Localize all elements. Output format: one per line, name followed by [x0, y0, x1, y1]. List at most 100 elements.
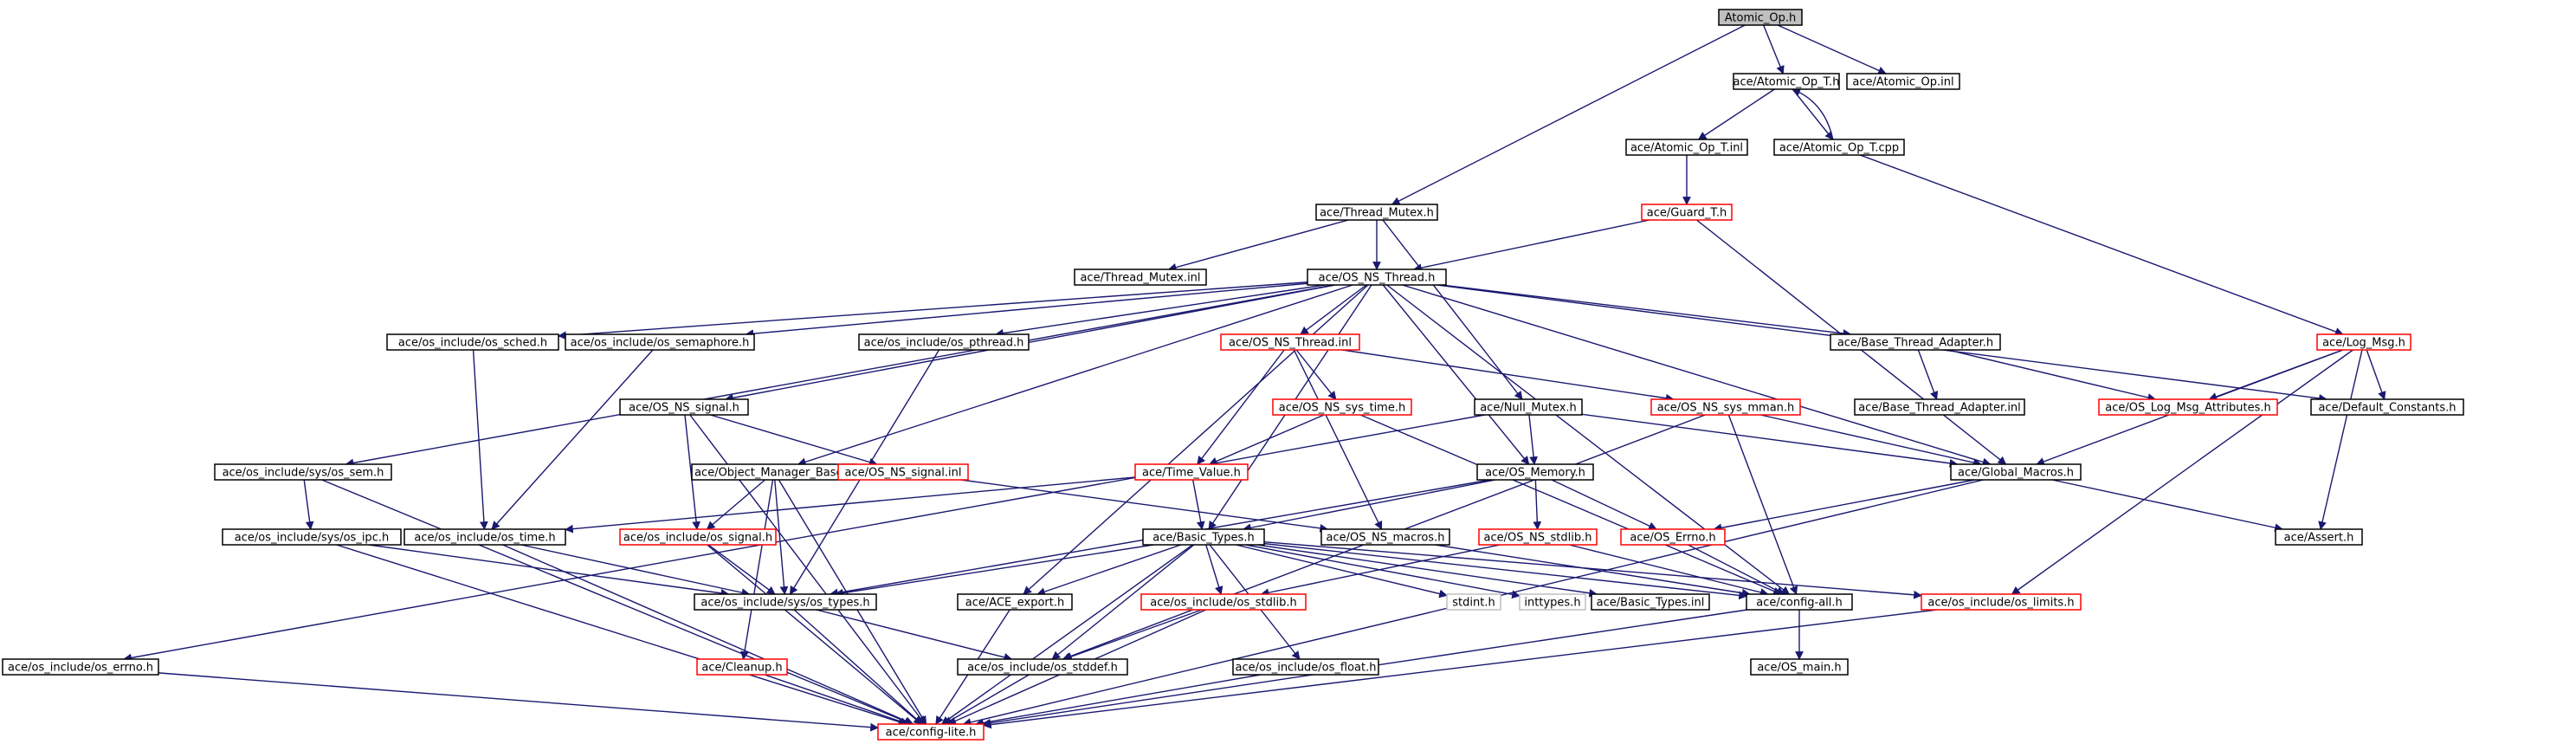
node-os-ns-thread-h[interactable]: ace/OS_NS_Thread.h — [1307, 268, 1447, 286]
edge-os_ns_thread_h-to-os_sched_h — [558, 281, 1308, 340]
node-label: ace/Base_Thread_Adapter.h — [1837, 337, 1993, 350]
edge-os_errno_h-to-config_lite_h — [158, 672, 879, 732]
node-box — [214, 463, 392, 481]
node-os-ns-sys-mman-h[interactable]: ace/OS_NS_sys_mman.h — [1650, 398, 1801, 416]
node-box — [1232, 658, 1379, 676]
edge-base_thread_adapter_h-to-os_log_msg_attributes_h — [1947, 349, 2157, 402]
node-guard-t-h[interactable]: ace/Guard_T.h — [1641, 204, 1733, 221]
edge-base_thread_adapter_h-to-base_thread_adapter_inl — [1917, 349, 1939, 400]
node-atomic-op-inl[interactable]: ace/Atomic_Op.inl — [1846, 73, 1960, 90]
node-label: ace/os_include/os_semaphore.h — [571, 337, 750, 350]
edge-atomic_op_t_h-to-atomic_op_t_cpp — [1792, 88, 1834, 140]
edge-basic_types_h-to-os_stddef_h — [1051, 544, 1195, 660]
edge-os_sys_os_sem_h-to-os_sys_os_ipc_h — [303, 479, 314, 530]
node-log-msg-h[interactable]: ace/Log_Msg.h — [2316, 333, 2411, 351]
node-base-thread-adapter-h[interactable]: ace/Base_Thread_Adapter.h — [1830, 333, 2001, 351]
node-atomic-op-t-inl[interactable]: ace/Atomic_Op_T.inl — [1625, 139, 1748, 156]
node-os-float-h[interactable]: ace/os_include/os_float.h — [1232, 658, 1379, 676]
node-label: ace/Thread_Mutex.inl — [1080, 272, 1200, 285]
edge-null_mutex_h-to-os_memory_h — [1528, 414, 1538, 465]
node-null-mutex-h[interactable]: ace/Null_Mutex.h — [1474, 398, 1583, 416]
node-label: ace/Global_Macros.h — [1958, 467, 2074, 480]
node-label: ace/os_include/os_stdlib.h — [1150, 597, 1296, 610]
node-os-main-h[interactable]: ace/OS_main.h — [1750, 658, 1849, 676]
node-atomic-op-h[interactable]: Atomic_Op.h — [1718, 9, 1803, 26]
node-label: ace/OS_NS_sys_mman.h — [1657, 402, 1795, 415]
node-os-signal-h[interactable]: ace/os_include/os_signal.h — [619, 528, 777, 546]
node-os-ns-stdlib-h[interactable]: ace/OS_NS_stdlib.h — [1478, 528, 1598, 546]
node-label: ace/OS_NS_sys_time.h — [1279, 402, 1405, 415]
node-os-sched-h[interactable]: ace/os_include/os_sched.h — [386, 333, 559, 351]
node-basic-types-inl[interactable]: ace/Basic_Types.inl — [1591, 593, 1710, 611]
edge-null_mutex_h-to-global_macros_h — [1581, 413, 1959, 468]
node-os-sys-os-ipc-h[interactable]: ace/os_include/sys/os_ipc.h — [222, 528, 402, 546]
edge-os_ns_thread_h-to-os_sys_os_sem_h — [345, 284, 1334, 468]
node-os-semaphore-h[interactable]: ace/os_include/os_semaphore.h — [565, 333, 755, 351]
node-label: ace/Object_Manager_Base.h — [694, 467, 854, 480]
node-box — [696, 658, 788, 676]
node-label: ace/OS_NS_macros.h — [1327, 532, 1445, 545]
node-stdint-h[interactable]: stdint.h — [1446, 593, 1501, 611]
node-label: ace/OS_Log_Msg_Attributes.h — [2105, 402, 2270, 415]
node-default-constants-h[interactable]: ace/Default_Constants.h — [2310, 398, 2464, 416]
node-atomic-op-t-h[interactable]: ace/Atomic_Op_T.h — [1733, 73, 1840, 90]
edge-os_memory_h-to-os_ns_stdlib_h — [1533, 479, 1542, 530]
node-box — [1315, 204, 1438, 221]
node-os-log-msg-attributes-h[interactable]: ace/OS_Log_Msg_Attributes.h — [2098, 398, 2278, 416]
node-box — [1846, 73, 1960, 90]
node-box — [957, 658, 1128, 676]
node-os-sys-os-sem-h[interactable]: ace/os_include/sys/os_sem.h — [214, 463, 392, 481]
node-os-time-h[interactable]: ace/os_include/os_time.h — [404, 528, 566, 546]
edge-atomic_op_h-to-atomic_op_t_h — [1763, 24, 1785, 74]
edge-os_sys_os_types_h-to-config_lite_h — [793, 609, 923, 725]
node-label: ace/Guard_T.h — [1647, 207, 1727, 220]
node-config-all-h[interactable]: ace/config-all.h — [1746, 593, 1853, 611]
node-time-value-h[interactable]: ace/Time_Value.h — [1134, 463, 1249, 481]
node-inttypes-h[interactable]: inttypes.h — [1519, 593, 1586, 611]
node-box — [2316, 333, 2411, 351]
node-label: ace/Atomic_Op_T.h — [1733, 76, 1840, 89]
node-os-ns-thread-inl[interactable]: ace/OS_NS_Thread.inl — [1220, 333, 1360, 351]
node-box — [1650, 398, 1801, 416]
node-os-ns-sys-time-h[interactable]: ace/OS_NS_sys_time.h — [1272, 398, 1412, 416]
node-object-manager-base-h[interactable]: ace/Object_Manager_Base.h — [691, 463, 857, 481]
node-ace-export-h[interactable]: ace/ACE_export.h — [957, 593, 1073, 611]
node-atomic-op-t-cpp[interactable]: ace/Atomic_Op_T.cpp — [1773, 139, 1905, 156]
node-box — [619, 398, 749, 416]
node-base-thread-adapter-inl[interactable]: ace/Base_Thread_Adapter.inl — [1854, 398, 2025, 416]
node-thread-mutex-h[interactable]: ace/Thread_Mutex.h — [1315, 204, 1438, 221]
node-os-ns-macros-h[interactable]: ace/OS_NS_macros.h — [1320, 528, 1450, 546]
node-assert-h[interactable]: ace/Assert.h — [2275, 528, 2363, 546]
node-label: stdint.h — [1452, 597, 1495, 610]
node-os-errno-ace-h[interactable]: ace/OS_Errno.h — [1620, 528, 1726, 546]
node-label: ace/OS_NS_Thread.h — [1319, 272, 1436, 285]
node-config-lite-h[interactable]: ace/config-lite.h — [877, 723, 985, 741]
node-os-memory-h[interactable]: ace/OS_Memory.h — [1476, 463, 1594, 481]
node-box — [1134, 463, 1249, 481]
node-basic-types-h[interactable]: ace/Basic_Types.h — [1142, 528, 1265, 546]
edge-os_ns_thread_inl-to-os_ns_sys_time_h — [1295, 349, 1337, 400]
node-global-macros-h[interactable]: ace/Global_Macros.h — [1950, 463, 2082, 481]
node-box — [1142, 528, 1265, 546]
node-os-errno-h[interactable]: ace/os_include/os_errno.h — [2, 658, 159, 676]
node-label: ace/Log_Msg.h — [2322, 337, 2405, 350]
node-os-pthread-h[interactable]: ace/os_include/os_pthread.h — [858, 333, 1030, 351]
node-os-stdlib-h[interactable]: ace/os_include/os_stdlib.h — [1140, 593, 1307, 611]
edge-os_ns_thread_h-to-os_pthread_h — [995, 284, 1326, 338]
node-os-ns-signal-h[interactable]: ace/OS_NS_signal.h — [619, 398, 749, 416]
edge-basic_types_h-to-basic_types_inl — [1256, 544, 1598, 598]
node-cleanup-h[interactable]: ace/Cleanup.h — [696, 658, 788, 676]
edge-os_ns_signal_h-to-config_lite_h — [689, 414, 926, 725]
node-label: ace/Default_Constants.h — [2318, 402, 2456, 415]
node-os-sys-os-types-h[interactable]: ace/os_include/sys/os_types.h — [694, 593, 877, 611]
node-box — [404, 528, 566, 546]
node-os-ns-signal-inl[interactable]: ace/OS_NS_signal.inl — [837, 463, 969, 481]
node-os-limits-h[interactable]: ace/os_include/os_limits.h — [1921, 593, 2082, 611]
node-label: ace/os_include/os_time.h — [414, 532, 555, 545]
edge-os_float_h-to-config_lite_h — [974, 674, 1262, 728]
edge-os_time_h-to-os_sys_os_types_h — [520, 544, 751, 597]
edge-os_memory_h-to-os_errno_ace_h — [1551, 479, 1657, 530]
node-label: ace/os_include/os_limits.h — [1927, 597, 2074, 610]
node-thread-mutex-inl[interactable]: ace/Thread_Mutex.inl — [1074, 268, 1207, 286]
node-os-stddef-h[interactable]: ace/os_include/os_stddef.h — [957, 658, 1128, 676]
